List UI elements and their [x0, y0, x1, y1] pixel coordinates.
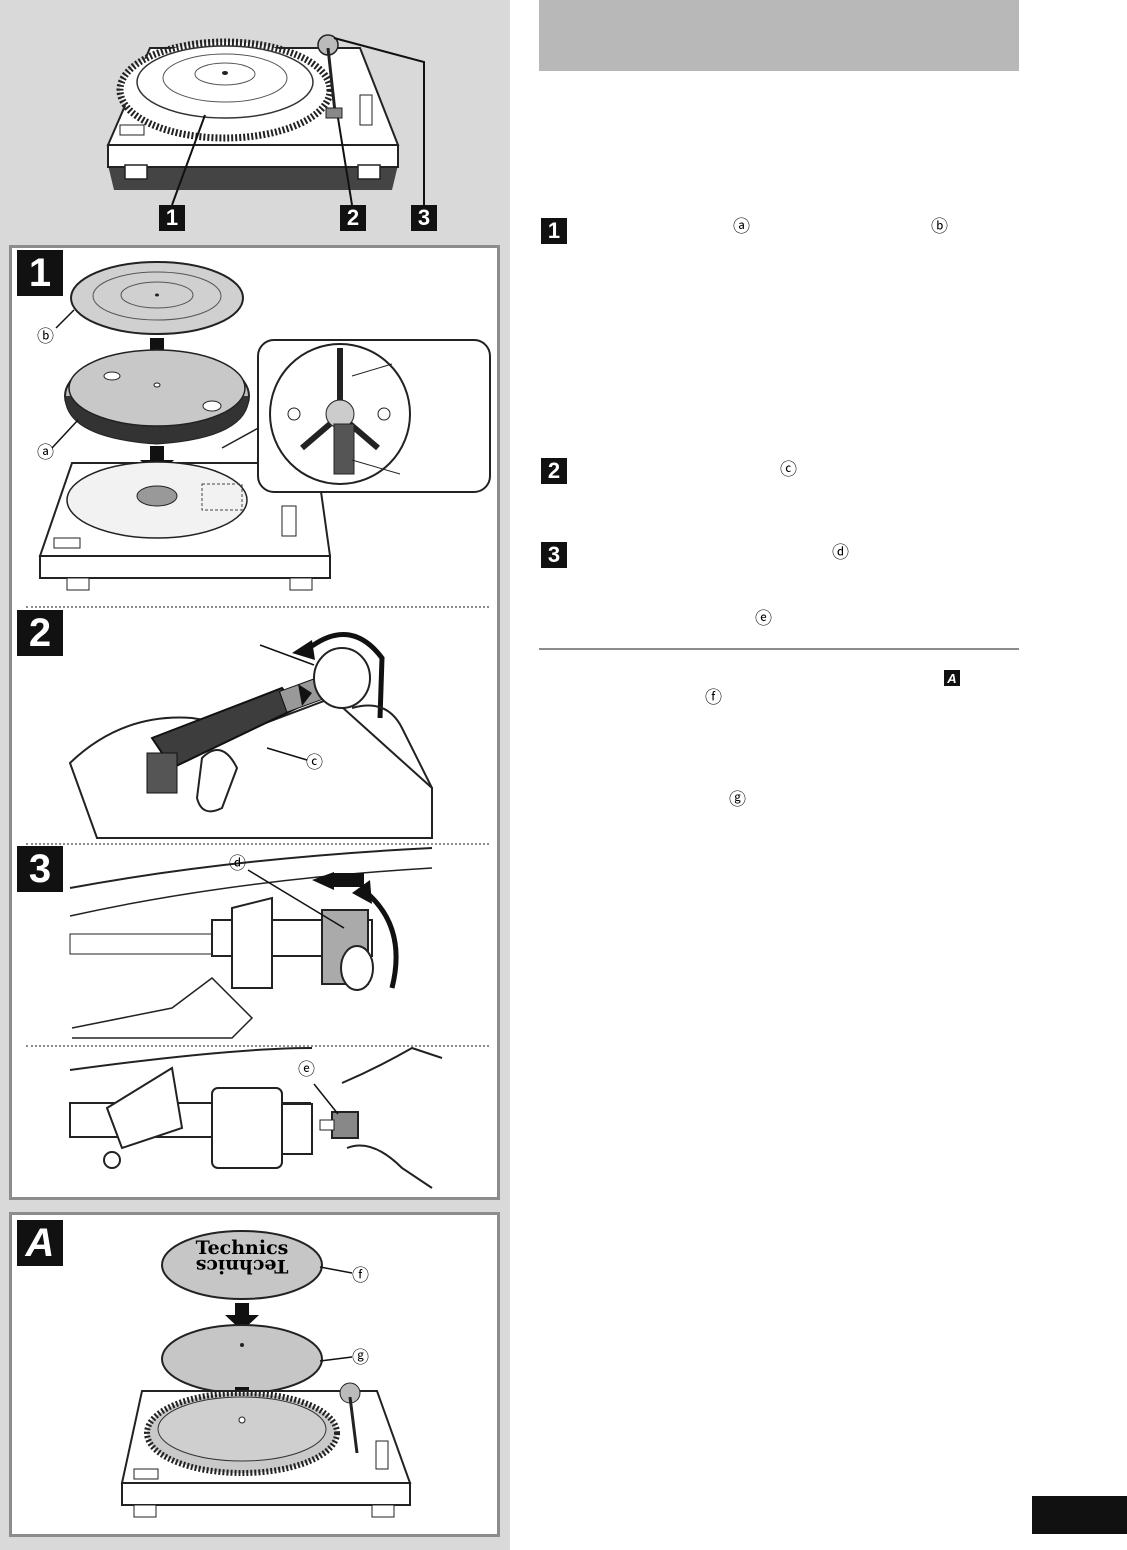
step-2-illustration	[68, 631, 433, 839]
overview-callout-2: 2	[340, 205, 366, 231]
steps-panel: 1	[9, 245, 500, 1200]
note-marker-f: ⓕ	[705, 688, 722, 708]
step-2-marker-c: ⓒ	[780, 460, 797, 480]
panel-a-illustration	[120, 1230, 412, 1518]
marker-sheet-g: ⓖ	[352, 1348, 369, 1368]
slipmat-technics-logo: Technics Technics	[195, 1237, 289, 1278]
marker-subweight-e: ⓔ	[298, 1060, 315, 1080]
illustration-column: 1 2 3 1	[0, 0, 510, 1550]
marker-platter-a: ⓐ	[37, 443, 54, 463]
overview-callout-3: 3	[411, 205, 437, 231]
marker-headshell-c: ⓒ	[306, 753, 323, 773]
section-rule	[539, 648, 1019, 650]
marker-weight-d: ⓓ	[229, 854, 246, 874]
step-divider-1	[26, 606, 489, 608]
step-1-illustration	[38, 261, 491, 591]
marker-slipmat-f: ⓕ	[352, 1266, 369, 1286]
step-1-marker-b: ⓑ	[931, 217, 948, 237]
note-panel-a-ref: A	[944, 670, 960, 686]
overview-turntable-illustration	[106, 34, 425, 206]
marker-mat-b: ⓑ	[37, 327, 54, 347]
step-3-illustration	[69, 847, 433, 1039]
page-number-tab	[1032, 1496, 1127, 1534]
panel-a: A Technics Technics ⓕ ⓖ	[9, 1212, 500, 1537]
step-1-badge: 1	[541, 218, 567, 244]
panel-step-3-badge: 3	[17, 846, 63, 892]
overview-callout-1: 1	[159, 205, 185, 231]
step-3-marker-e: ⓔ	[755, 609, 772, 629]
step-3-marker-d: ⓓ	[832, 543, 849, 563]
note-marker-g: ⓖ	[729, 790, 746, 810]
panel-a-badge: A	[17, 1220, 63, 1266]
panel-step-1-badge: 1	[17, 250, 63, 296]
step-divider-3	[26, 1045, 489, 1047]
step-divider-2	[26, 843, 489, 845]
step-1-marker-a: ⓐ	[733, 217, 750, 237]
section-header-bar	[539, 0, 1019, 71]
step-2-badge: 2	[541, 458, 567, 484]
step-3b-illustration	[69, 1046, 443, 1189]
step-3-badge: 3	[541, 542, 567, 568]
panel-step-2-badge: 2	[17, 610, 63, 656]
